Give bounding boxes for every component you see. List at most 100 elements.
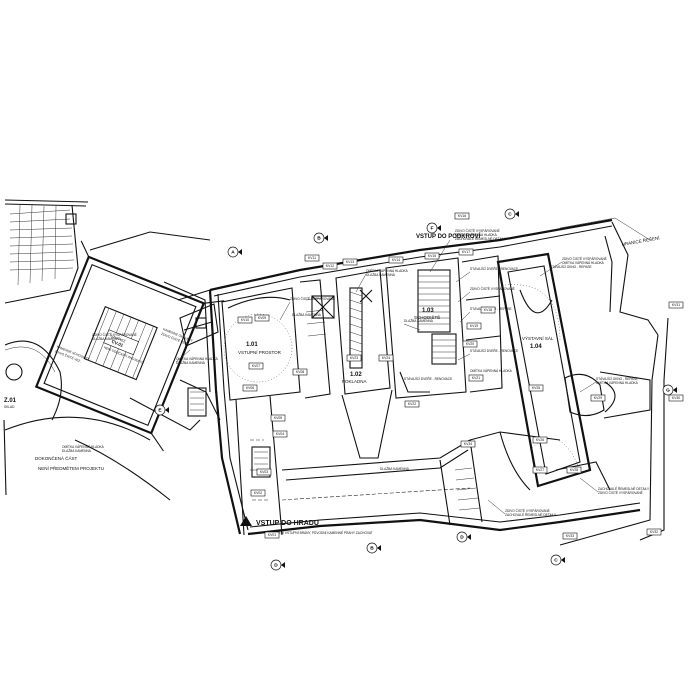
svg-text:KV12: KV12: [326, 264, 334, 268]
tag-kv06: KV06: [242, 384, 258, 392]
room-1-01: 1.01 VSTUPNÍ PROSTOR: [238, 342, 282, 355]
main-building: [177, 217, 669, 546]
svg-text:KV13: KV13: [346, 260, 354, 264]
entrance-marker: VSTUP DO HRADU OSAZENÍ VSTUPNÍ BRÁNY, PŮ…: [240, 516, 373, 535]
tag-kv03: KV03: [256, 468, 272, 476]
tag-kv11: KV11: [304, 254, 320, 262]
svg-text:OMÍTKA VÁPENNÁ HLADKÁ: OMÍTKA VÁPENNÁ HLADKÁ: [596, 381, 639, 385]
svg-text:KV26: KV26: [536, 438, 544, 442]
room-101-name: VSTUPNÍ PROSTOR: [238, 349, 282, 355]
tag-kv30: KV30: [668, 394, 684, 402]
axis-marker-c: C: [550, 554, 565, 566]
svg-text:STÁVAJÍCÍ OKNO - REPASE: STÁVAJÍCÍ OKNO - REPASE: [596, 377, 638, 381]
svg-text:KV32: KV32: [650, 530, 658, 534]
svg-text:D: D: [274, 563, 278, 569]
tag-kv13: KV13: [342, 258, 358, 266]
tag-kv25: KV25: [528, 384, 544, 392]
svg-text:STÁVAJÍCÍ DVEŘE - RENOVACE: STÁVAJÍCÍ DVEŘE - RENOVACE: [470, 348, 518, 353]
room-103-number: 1.03: [422, 308, 434, 314]
svg-text:KV23: KV23: [350, 356, 358, 360]
tag-kv01: KV01: [264, 531, 280, 539]
svg-text:B: B: [317, 236, 321, 242]
axis-marker-c: C: [504, 208, 519, 220]
svg-text:C: C: [508, 212, 512, 218]
completed-part: Z.01 SKLAD DOKONČENÁ ČÁST NENÍ PŘEDMĚTEM…: [3, 199, 171, 501]
svg-text:OMÍTKA VÁPENNÁ HLADKÁ: OMÍTKA VÁPENNÁ HLADKÁ: [366, 269, 409, 273]
room-cv01-name: ÚZKÁ VĚŽ: [110, 333, 126, 343]
tag-kv10: KV10: [237, 316, 253, 324]
tag-kv31: KV31: [668, 301, 684, 309]
svg-text:KV10: KV10: [241, 318, 249, 322]
svg-text:DLAŽBA KAMENNÁ: DLAŽBA KAMENNÁ: [92, 336, 122, 341]
tag-kv12: KV12: [322, 262, 338, 270]
svg-text:D: D: [460, 535, 464, 541]
room-cv01-number: CV.01: [111, 339, 125, 348]
svg-text:KV20: KV20: [466, 342, 474, 346]
completed-part-label: DOKONČENÁ ČÁST: [35, 455, 78, 461]
svg-text:SKLAD: SKLAD: [4, 405, 15, 409]
svg-text:C: C: [554, 558, 558, 564]
tag-kv32: KV32: [646, 528, 662, 536]
room-1-03: 1.03 SCHODIŠTĚ: [414, 308, 440, 320]
svg-text:KV24: KV24: [382, 356, 390, 360]
svg-text:STÁVAJÍCÍ DVEŘE - RENOVACE: STÁVAJÍCÍ DVEŘE - RENOVACE: [470, 266, 518, 271]
svg-text:F: F: [431, 226, 434, 232]
svg-text:KV29: KV29: [594, 396, 602, 400]
svg-text:KV17: KV17: [462, 250, 470, 254]
room-1-04: VÝSTAVNÍ SÁL 1.04: [522, 335, 554, 350]
tag-kv05: KV05: [270, 414, 286, 422]
svg-text:DLAŽBA KAMENNÁ: DLAŽBA KAMENNÁ: [176, 360, 206, 365]
tag-kv20: KV20: [462, 340, 478, 348]
svg-text:KV08: KV08: [296, 370, 304, 374]
svg-text:ZDIVO ČISTĚ VYSPÁROVANÉ: ZDIVO ČISTĚ VYSPÁROVANÉ: [470, 286, 515, 291]
svg-text:ZDIVO ČISTĚ VYSPÁROVANÉ: ZDIVO ČISTĚ VYSPÁROVANÉ: [455, 228, 500, 233]
svg-text:KV15: KV15: [428, 254, 436, 258]
tag-kv14: KV14: [388, 256, 404, 264]
svg-text:ZDIVO ČISTĚ VYSPÁROVANÉ: ZDIVO ČISTĚ VYSPÁROVANÉ: [562, 256, 607, 261]
svg-text:OMÍTKA VÁPENNÁ HLADKÁ: OMÍTKA VÁPENNÁ HLADKÁ: [470, 369, 513, 373]
svg-text:KV33: KV33: [566, 534, 574, 538]
tag-kv27: KV27: [532, 466, 548, 474]
svg-text:B: B: [370, 546, 374, 552]
svg-text:ZDIVO ČISTĚ VYSPÁROVANÉ: ZDIVO ČISTĚ VYSPÁROVANÉ: [505, 508, 550, 513]
svg-text:A: A: [231, 250, 235, 256]
axis-marker-f: F: [426, 222, 441, 234]
boundary-label: HRANICE ŘEŠENÍ: [621, 233, 661, 247]
svg-text:STÁVAJÍCÍ OKNO - REPASE: STÁVAJÍCÍ OKNO - REPASE: [550, 265, 592, 269]
axis-marker-b: B: [366, 542, 381, 554]
svg-text:ZDIVO ČISTĚ VYSPÁROVANÉ: ZDIVO ČISTĚ VYSPÁROVANÉ: [598, 490, 643, 495]
tag-kv33: KV33: [562, 532, 578, 540]
svg-text:KV31: KV31: [672, 303, 680, 307]
svg-text:OMÍTKA VÁPENNÁ HLADKÁ: OMÍTKA VÁPENNÁ HLADKÁ: [455, 233, 498, 237]
svg-text:KV18: KV18: [484, 308, 492, 312]
axis-marker-d: D: [270, 559, 285, 571]
svg-text:DLAŽBA KAMENNÁ: DLAŽBA KAMENNÁ: [366, 272, 396, 277]
svg-text:STÁVAJÍCÍ DVEŘE - RENOVACE: STÁVAJÍCÍ DVEŘE - RENOVACE: [404, 376, 452, 381]
not-in-scope-label: NENÍ PŘEDMĚTEM PROJEKTU: [38, 464, 104, 471]
svg-text:KV02: KV02: [254, 491, 262, 495]
svg-text:ZDIVO ČISTĚ VYSPÁROVANÉ: ZDIVO ČISTĚ VYSPÁROVANÉ: [290, 296, 335, 301]
axis-marker-d: D: [456, 531, 471, 543]
room-104-name: VÝSTAVNÍ SÁL: [522, 335, 554, 341]
axis-marker-a: A: [227, 246, 242, 258]
tag-kv09: KV09: [254, 314, 270, 322]
svg-text:KV19: KV19: [470, 324, 478, 328]
room-z01-number: Z.01: [4, 398, 17, 404]
svg-text:KV21: KV21: [472, 376, 480, 380]
svg-text:KV28: KV28: [570, 468, 578, 472]
svg-text:DLAŽBA KAMENNÁ: DLAŽBA KAMENNÁ: [404, 318, 434, 323]
tag-kv26: KV26: [532, 436, 548, 444]
room-104-number: 1.04: [530, 344, 542, 350]
room-103-name: SCHODIŠTĚ: [414, 313, 440, 320]
svg-text:ZACHOVALÉ ŘEMESLNÉ DETAILY: ZACHOVALÉ ŘEMESLNÉ DETAILY: [505, 512, 557, 517]
tag-kv28: KV28: [566, 466, 582, 474]
svg-text:KV07: KV07: [252, 364, 260, 368]
svg-text:E: E: [158, 408, 162, 414]
entrance-note: OSAZENÍ VSTUPNÍ BRÁNY, PŮVODNÍ KAMENNÉ P…: [270, 530, 373, 535]
tag-kv23: KV23: [346, 354, 362, 362]
entrance-label: VSTUP DO HRADU: [256, 520, 319, 527]
tag-kv08: KV08: [292, 368, 308, 376]
tag-kv15: KV15: [424, 252, 440, 260]
tag-kv04: KV04: [272, 430, 288, 438]
tag-kv02: KV02: [250, 489, 266, 497]
